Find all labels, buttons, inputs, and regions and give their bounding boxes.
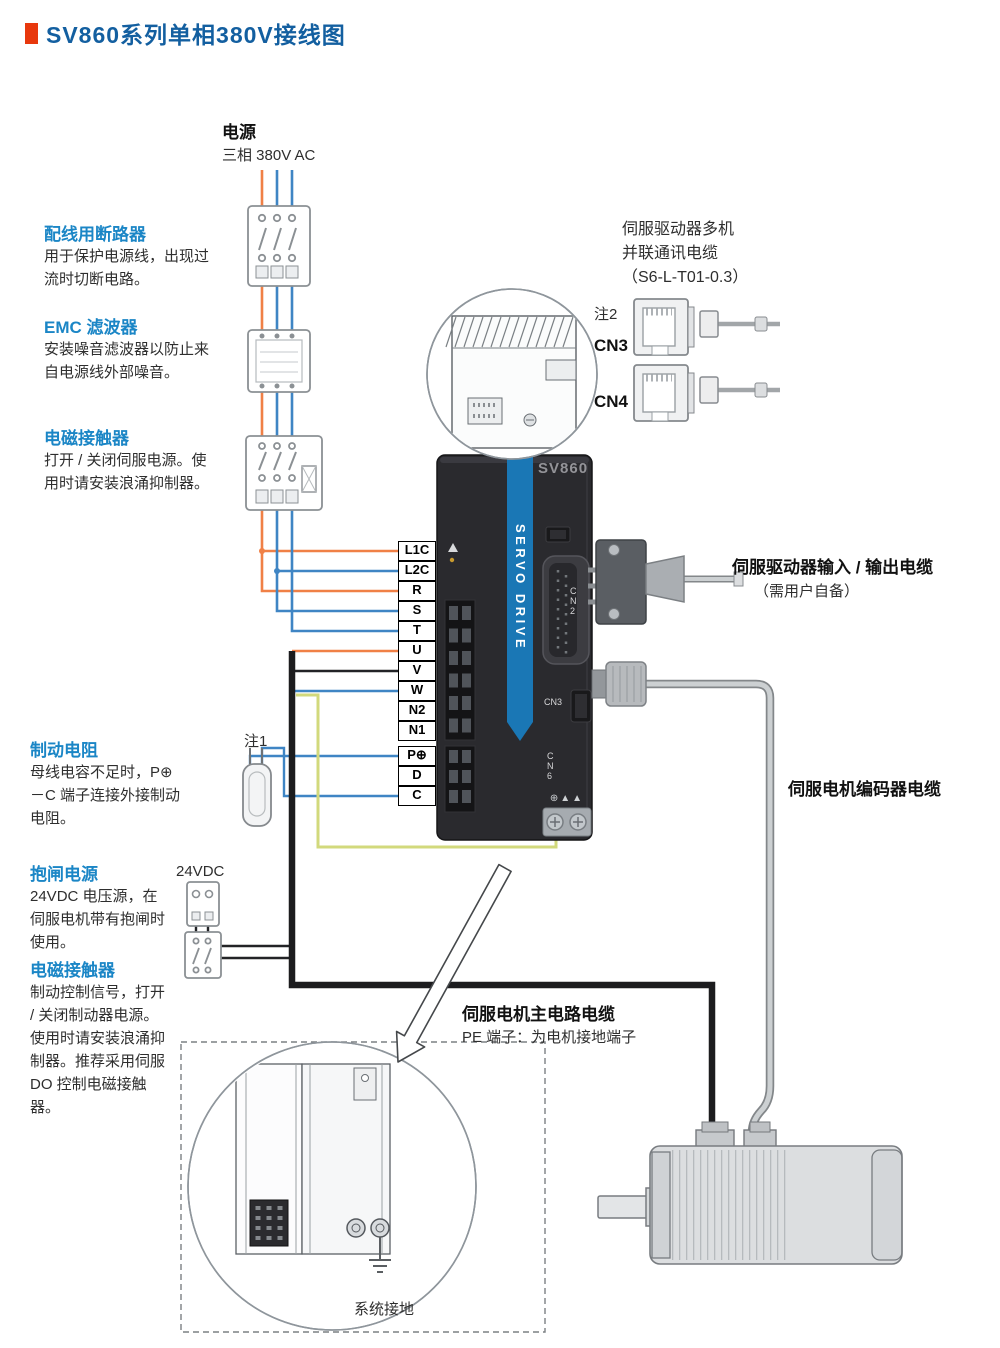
cn4-connector-graphic <box>633 364 719 422</box>
terminal-l1c: L1C <box>398 541 436 561</box>
brake-resistor-title: 制动电阻 <box>30 741 98 760</box>
contactor1-title: 电磁接触器 <box>44 429 129 448</box>
emc-filter-symbol <box>247 329 311 393</box>
terminal-v: V <box>398 661 436 681</box>
brake-power-desc: 24VDC 电压源，在伺服电机带有抱闸时使用。 <box>30 888 166 951</box>
earth-ground-icon <box>369 1237 391 1273</box>
emc-desc: 安装噪音滤波器以防止来自电源线外部噪音。 <box>44 341 210 381</box>
terminal-n1: N1 <box>398 721 436 741</box>
multi-comm-cable-label: 伺服驱动器多机 并联通讯电缆 （S6-L-T01-0.3） <box>622 221 749 286</box>
terminal-w: W <box>398 681 436 701</box>
io-cable-note: （需用户自备） <box>754 583 860 600</box>
drive-cn2-label: CN2 <box>570 586 577 616</box>
braking-resistor-symbol <box>242 748 272 827</box>
terminal-t: T <box>398 621 436 641</box>
main-cable-note: PE 端子：为电机接地端子 <box>462 1029 637 1046</box>
detail-circle-top <box>426 288 598 460</box>
emc-title: EMC 滤波器 <box>44 318 138 337</box>
drive-blue-band <box>507 455 533 741</box>
encoder-connector-graphic <box>591 661 647 707</box>
drive-cn3-label: CN3 <box>544 697 563 707</box>
terminal-u: U <box>398 641 436 661</box>
contactor1-desc: 打开 / 关闭伺服电源。使用时请安装浪涌抑制器。 <box>44 452 210 492</box>
io-connector-graphic <box>588 539 685 625</box>
note2-label: 注2 <box>594 306 618 323</box>
drive-bottom-marks: ⊕▲▲ <box>549 793 585 804</box>
breaker-title: 配线用断路器 <box>44 225 146 244</box>
circuit-breaker-symbol <box>247 205 311 287</box>
terminal-r: R <box>398 581 436 601</box>
cn3-label: CN3 <box>594 336 629 355</box>
system-ground-label: 系统接地 <box>354 1301 415 1318</box>
contactor2-desc: 制动控制信号，打开 / 关闭制动器电源。使用时请安装浪涌抑制器。推荐采用伺服 D… <box>30 984 166 1116</box>
callout-arrow-icon <box>395 863 512 1063</box>
servo-drive-graphic <box>436 454 593 841</box>
breaker-desc: 用于保护电源线，出现过流时切断电路。 <box>44 248 210 288</box>
io-cable-label: 伺服驱动器输入 / 输出电缆 <box>732 558 934 577</box>
contactor-symbol <box>245 435 323 511</box>
servo-motor-graphic <box>597 1121 903 1265</box>
encoder-cable-label: 伺服电机编码器电缆 <box>788 780 941 799</box>
terminal-l2c: L2C <box>398 561 436 581</box>
detail-dashed-box <box>180 1041 546 1333</box>
terminal-p: P⊕ <box>398 746 436 766</box>
brake-contactor-symbol <box>184 931 222 979</box>
brake-power-title: 抱闸电源 <box>30 865 98 884</box>
drive-band-label: SERVO DRIVE <box>513 524 528 652</box>
drive-model-label: SV860 <box>538 460 589 477</box>
drive-cn6-label: CN6 <box>547 751 554 781</box>
page-title: SV860系列单相380V接线图 <box>46 22 346 48</box>
contactor2-title: 电磁接触器 <box>30 961 115 980</box>
cn2-connector <box>542 555 590 665</box>
title-bullet-icon <box>25 23 38 44</box>
brake-resistor-desc: 母线电容不足时，P⊕－C 端子连接外接制动电阻。 <box>30 764 181 827</box>
power-desc: 三相 380V AC <box>222 147 316 164</box>
terminal-d: D <box>398 766 436 786</box>
terminal-n2: N2 <box>398 701 436 721</box>
cn3-connector-graphic <box>633 298 719 356</box>
brake-power-supply-symbol <box>186 881 220 927</box>
terminal-s: S <box>398 601 436 621</box>
main-cable-label: 伺服电机主电路电缆 <box>462 1005 615 1024</box>
detail-circle-bottom <box>187 1041 477 1331</box>
vdc24-label: 24VDC <box>176 863 225 880</box>
note1-label: 注1 <box>244 733 268 750</box>
cn4-label: CN4 <box>594 392 629 411</box>
power-title: 电源 <box>222 123 256 142</box>
terminal-c: C <box>398 786 436 806</box>
